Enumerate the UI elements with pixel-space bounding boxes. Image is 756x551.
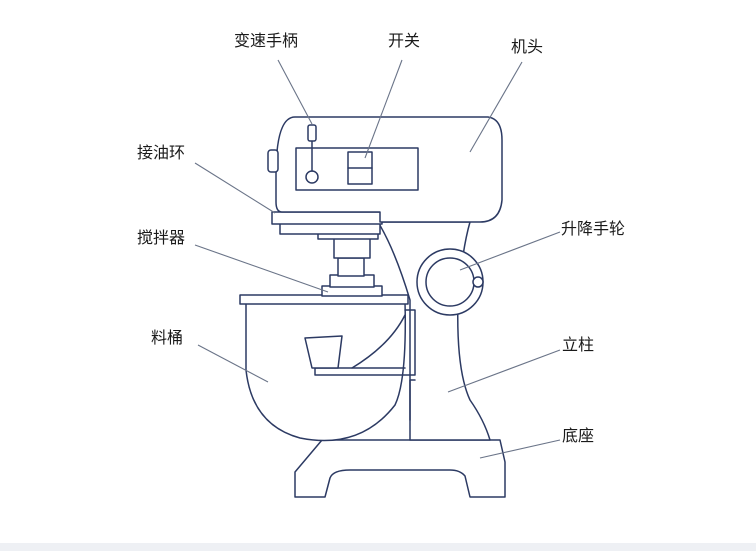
- lift-wheel-knob: [472, 276, 484, 288]
- label-lift-wheel: 升降手轮: [561, 219, 625, 238]
- leader-lift-wheel: [459, 231, 561, 271]
- leader-column: [447, 349, 561, 393]
- label-switch: 开关: [388, 31, 420, 50]
- agitator-hub: [329, 274, 375, 288]
- bowl-shape: [245, 301, 407, 442]
- oil-ring: [271, 211, 383, 225]
- head-side-knob: [267, 149, 279, 173]
- shaft-lower: [337, 257, 365, 277]
- base-shape: [294, 439, 506, 498]
- leader-speed-handle: [277, 59, 313, 125]
- leader-head: [469, 61, 523, 153]
- bowl-cup: [304, 335, 343, 369]
- bottom-band: [0, 543, 756, 551]
- label-oil-ring: 接油环: [137, 143, 185, 162]
- leader-bowl: [197, 344, 269, 383]
- speed-handle-grip: [307, 124, 317, 142]
- leader-agitator: [194, 244, 329, 293]
- label-base: 底座: [562, 426, 594, 445]
- label-speed-handle: 变速手柄: [234, 31, 298, 50]
- lift-wheel-inner: [425, 257, 475, 307]
- leader-switch: [364, 59, 403, 159]
- leader-oil-ring: [194, 162, 276, 214]
- bowl-arm-curve: [351, 314, 406, 369]
- label-bowl: 料桶: [151, 328, 183, 347]
- label-agitator: 搅拌器: [137, 228, 185, 247]
- speed-knob: [305, 170, 319, 184]
- leader-base: [479, 439, 561, 459]
- label-column: 立柱: [562, 335, 594, 354]
- label-head: 机头: [511, 37, 543, 56]
